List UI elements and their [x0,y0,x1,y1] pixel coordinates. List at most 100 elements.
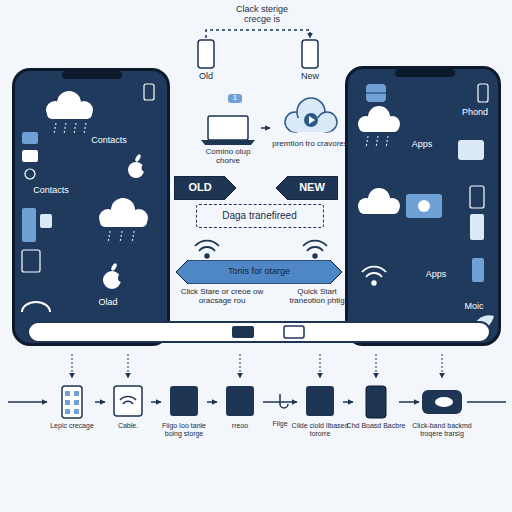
wifi-arc [120,397,136,404]
server-icon [366,84,386,102]
laptop-screen [208,116,248,140]
server-line [366,93,386,94]
cloud-icon [285,98,337,132]
grid-cell [74,391,79,396]
wifi-dot [205,254,209,258]
step-icon: Chd Boasd Bacbre [353,384,399,454]
transfer-band: Tonis for otarge [176,260,342,284]
flow-arrow [95,401,105,403]
flow-arrow [151,401,161,403]
cloud-part [75,101,93,119]
cable [28,322,490,342]
grid-cell [65,391,70,396]
phone-label: Moic [452,301,496,311]
app-icon-dot [418,200,430,212]
apple-bite [118,274,126,282]
phone-icon [366,386,386,418]
step-caption: Cable. [98,422,158,430]
step-icon: Click-band backmd troqere trarsig [419,384,465,454]
computer-backup: Comino olup chorve [195,112,261,170]
small-device-icon [478,84,488,102]
rain-line [132,231,134,243]
entry-arrow [8,401,47,403]
transfer-band-shape [176,260,342,284]
contact-icon [25,169,35,179]
device-label: Old [182,71,230,81]
wifi-box [114,386,142,416]
backup-device-light [435,397,453,407]
app-icon [472,258,484,282]
step-caption: Cilde ciold Ilbased tororre [290,422,350,438]
wifi-dot [313,254,317,258]
mini-phone [302,40,318,68]
step-caption: rreoo [210,422,270,430]
rain-line [376,136,378,148]
storage-box [306,386,334,416]
play-circle [304,113,318,127]
step-caption: Click-band backmd troqere trarsig [412,422,472,438]
phone-notch [395,69,455,77]
flow-arrow [263,401,297,403]
app-icon [40,214,52,228]
wifi-arc [195,241,219,246]
flow-arrow [207,401,217,403]
apple-logo [128,154,149,178]
rain-line [54,123,56,134]
grid-cell [74,400,79,405]
grid-cell [65,409,70,414]
apple-logo [103,263,126,289]
down-arrows [72,354,442,378]
step-icon: rreoo [217,384,263,454]
cloud-part [99,209,117,227]
play-triangle [309,116,315,124]
cloud-part [368,188,390,210]
phone-label: Contacts [77,135,141,145]
cloud-icon [99,198,148,227]
rain-lines [366,136,388,148]
phone-label: Olad [83,297,133,307]
wifi-icon [362,267,386,285]
cloud-part [384,198,400,214]
rain-line [84,123,86,134]
arrow-label: OLD [174,181,226,193]
leaf-icon [470,315,494,330]
phone-icon [62,386,82,418]
app-grid [65,391,79,414]
app-icon [458,140,484,160]
server-body [366,84,386,102]
rain-line [366,136,368,148]
icon-caption: Fiige [264,420,296,428]
cloud-icon [358,188,400,214]
step-caption: Chd Boasd Bacbre [346,422,406,430]
transfer-box: Daga tranefireed [196,204,324,228]
flow-arrow [261,127,270,129]
wifi-dot [372,281,376,285]
down-arrow [128,354,129,378]
old-device: Old [186,38,226,84]
cloud-icon [358,106,400,132]
apple-body [103,271,121,289]
apple-leaf [110,263,117,272]
cable-plug [232,326,254,338]
apple-body [128,162,144,178]
sync-swirl [22,302,50,312]
phone-notch [62,71,122,79]
band-label: Tonis for otarge [176,266,342,276]
exit-line [467,401,506,403]
flow-arrow [206,30,310,38]
step-caption: premtion tro cravores [270,140,350,149]
down-arrow [320,354,321,378]
cloud-part [359,204,399,214]
note-text: Quick Start traneotion phtig [280,288,354,306]
storage-box [226,386,254,416]
old-arrow: OLD [174,176,236,200]
app-icon [22,132,38,144]
cloud-part [47,108,92,119]
storage-box [170,386,198,416]
cable-plug [284,326,304,338]
app-icon [470,214,484,240]
app-icon [470,186,484,208]
cloud-part [100,216,147,227]
